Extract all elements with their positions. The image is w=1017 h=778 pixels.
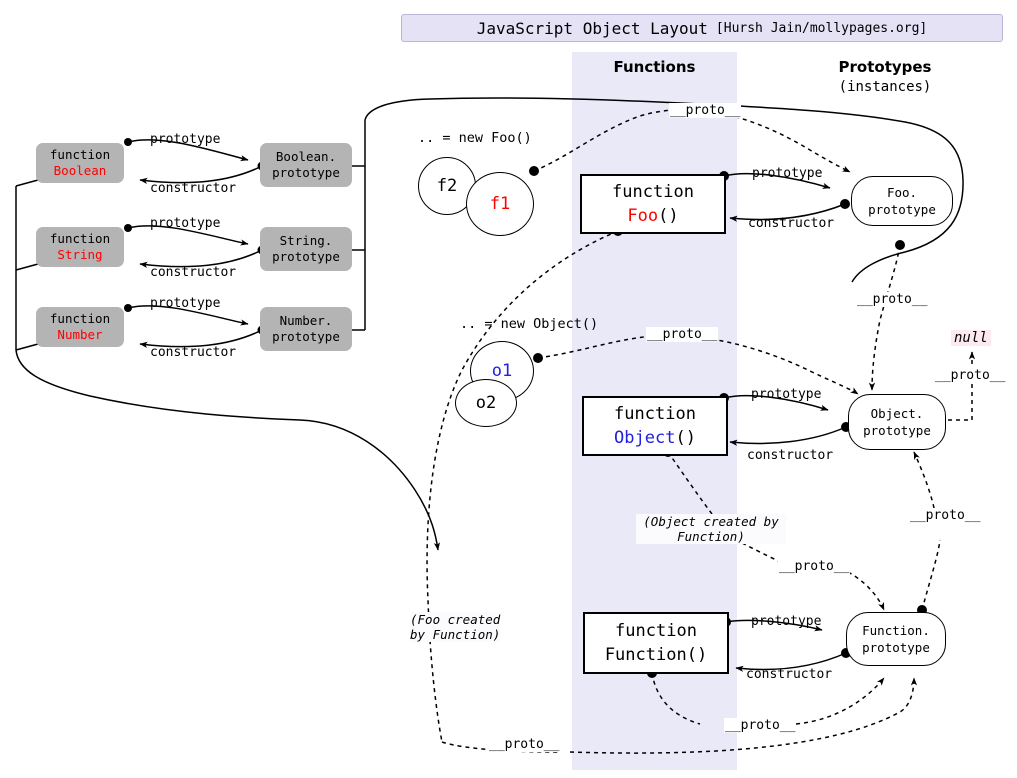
- note-foo-created-by-function: (Foo created by Function): [410, 612, 501, 642]
- prototype-line-1: Object.: [870, 406, 924, 421]
- prototype-line-2: prototype: [862, 640, 930, 655]
- prototype-line-2: prototype: [863, 423, 931, 438]
- function-name: Function: [604, 645, 687, 665]
- function-name-line: Foo(): [627, 204, 678, 228]
- builtin-prototype-boolean[interactable]: Boolean. prototype: [260, 143, 352, 187]
- instance-circle-f2[interactable]: f2: [418, 157, 476, 215]
- edge-label-prototype: prototype: [150, 216, 221, 231]
- proto-label-function-proto-to-object: __proto__: [909, 508, 982, 523]
- note-line-1: (Object created by: [643, 514, 779, 529]
- column-header-functions: Functions: [613, 58, 696, 76]
- proto-label-object-created-by-function: __proto__: [778, 559, 851, 574]
- edge-label-constructor: constructor: [748, 216, 835, 231]
- caption-new-object: .. = new Object(): [460, 316, 599, 332]
- edge-label-constructor: constructor: [747, 448, 834, 463]
- function-box-foo[interactable]: function Foo(): [580, 174, 726, 234]
- prototype-line-1: String.: [279, 233, 333, 248]
- prototype-box-foo[interactable]: Foo. prototype: [851, 176, 953, 226]
- edge-label-prototype: prototype: [751, 614, 822, 629]
- builtin-function-number[interactable]: function Number: [36, 307, 124, 347]
- page-title-bar: JavaScript Object Layout [Hursh Jain/mol…: [401, 14, 1003, 42]
- proto-label-object-to-null: __proto__: [934, 368, 1007, 383]
- edge-label-constructor: constructor: [150, 265, 237, 280]
- function-box-object[interactable]: function Object(): [582, 396, 728, 456]
- proto-label-foo-instance: __proto__: [669, 103, 742, 118]
- function-keyword: function: [612, 182, 694, 202]
- page-title: JavaScript Object Layout: [476, 18, 708, 38]
- edge-label-prototype: prototype: [150, 132, 221, 147]
- instance-label: o1: [491, 361, 513, 381]
- builtin-prototype-number[interactable]: Number. prototype: [260, 307, 352, 351]
- edge-label-constructor: constructor: [150, 181, 237, 196]
- prototype-line-2: prototype: [272, 165, 340, 180]
- note-line-1: (Foo created: [410, 612, 501, 627]
- function-box-function[interactable]: function Function(): [583, 612, 729, 674]
- builtin-function-string[interactable]: function String: [36, 227, 124, 267]
- null-label: null: [951, 330, 991, 346]
- builtin-name: String: [57, 247, 103, 262]
- builtin-keyword: function: [49, 231, 111, 246]
- instance-circle-o2[interactable]: o2: [455, 379, 517, 427]
- note-line-2: by Function): [410, 627, 501, 642]
- edge-label-constructor: constructor: [150, 345, 237, 360]
- instance-circle-f1[interactable]: f1: [466, 172, 534, 236]
- prototype-box-object[interactable]: Object. prototype: [848, 394, 946, 450]
- prototype-line-1: Foo.: [886, 185, 918, 200]
- column-header-prototypes: Prototypes: [838, 58, 932, 76]
- function-keyword: function: [614, 404, 696, 424]
- proto-label-foo-created-by-function: __proto__: [488, 737, 561, 752]
- edge-label-prototype: prototype: [751, 387, 822, 402]
- builtin-name: Boolean: [53, 163, 107, 178]
- prototype-line-2: prototype: [272, 329, 340, 344]
- edge-label-constructor: constructor: [746, 667, 833, 682]
- instance-label: f2: [436, 176, 458, 196]
- instance-label: f1: [489, 194, 511, 214]
- prototype-line-1: Number.: [279, 313, 333, 328]
- builtin-keyword: function: [49, 147, 111, 162]
- builtin-name: Number: [57, 327, 103, 342]
- builtin-keyword: function: [49, 311, 111, 326]
- instance-label: o2: [475, 393, 497, 413]
- function-keyword: function: [615, 621, 697, 641]
- function-parens: (): [675, 428, 696, 448]
- function-name-line: Function(): [605, 643, 707, 667]
- proto-label-function-self: __proto__: [724, 718, 797, 733]
- page-title-attribution: [Hursh Jain/mollypages.org]: [715, 20, 928, 36]
- caption-new-foo: .. = new Foo(): [418, 130, 532, 146]
- builtin-function-boolean[interactable]: function Boolean: [36, 143, 124, 183]
- function-parens: (): [686, 645, 708, 665]
- function-name-line: Object(): [614, 426, 696, 450]
- edge-label-prototype: prototype: [752, 166, 823, 181]
- prototype-box-function[interactable]: Function. prototype: [846, 612, 946, 666]
- proto-label-object-instance: __proto__: [646, 327, 719, 342]
- prototype-line-2: prototype: [868, 202, 936, 217]
- builtin-prototype-string[interactable]: String. prototype: [260, 227, 352, 271]
- prototype-line-1: Boolean.: [275, 149, 337, 164]
- note-line-2: Function): [677, 529, 745, 544]
- column-header-prototypes-sub: (instances): [838, 79, 932, 95]
- note-object-created-by-function: (Object created by Function): [636, 514, 786, 544]
- proto-label-foo-prototype: __proto__: [856, 292, 929, 307]
- prototype-line-1: Function.: [862, 623, 930, 638]
- prototype-line-2: prototype: [272, 249, 340, 264]
- function-name: Foo: [627, 206, 659, 226]
- edge-label-prototype: prototype: [150, 296, 221, 311]
- function-parens: (): [658, 206, 679, 226]
- function-name: Object: [614, 428, 676, 448]
